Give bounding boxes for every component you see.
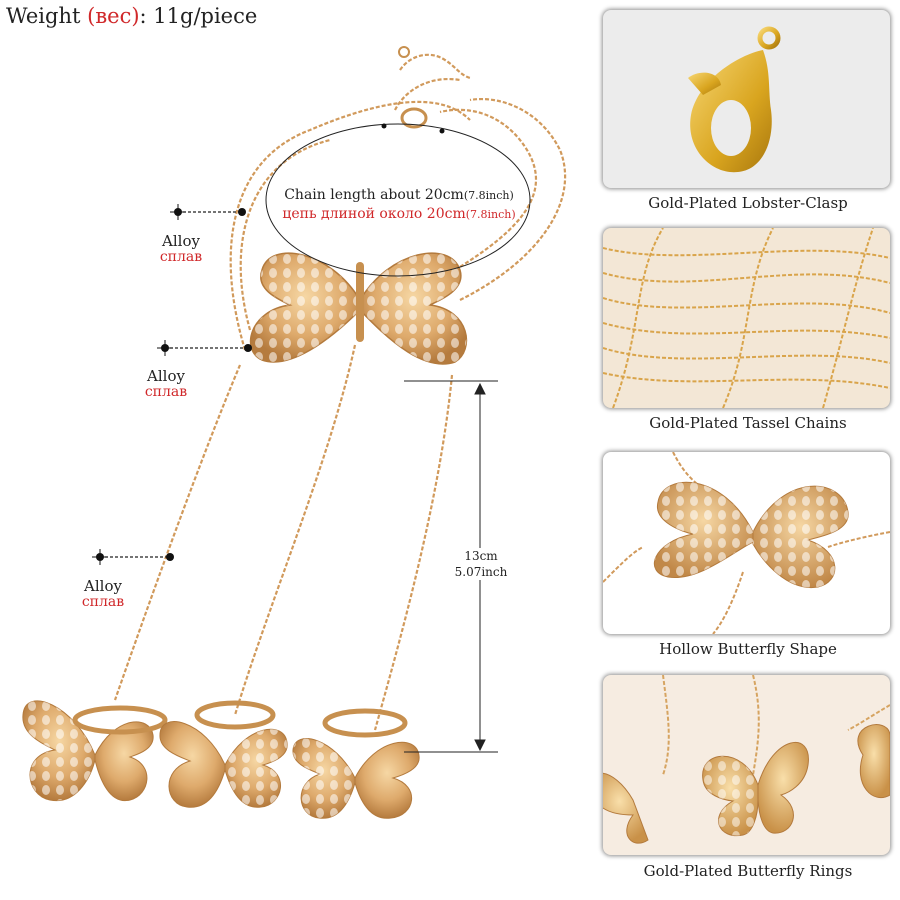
weight-label: Weight (вес): 11g/piece [6,4,258,28]
finger-chains [113,344,454,731]
caption-butterfly: Hollow Butterfly Shape [659,640,837,658]
ring-butterfly-2 [159,700,288,808]
callout-leader-3 [92,549,174,565]
butterfly-ring-icon [603,675,890,844]
product-illustration [22,46,567,819]
chain-length-outline [265,123,531,277]
caption-rings: Gold-Plated Butterfly Rings [643,862,853,880]
detail-panel-chains [603,228,890,408]
tassel-chains-icon [603,228,890,408]
butterfly-icon [603,452,890,634]
bracelet-chain [229,53,567,351]
chain-length-note-ru: цепь длиной около 20cm(7.8inch) [282,206,516,222]
detail-panel-butterfly [603,452,890,634]
weight-value: : 11g/piece [139,4,258,28]
ring-butterfly-3 [292,708,420,819]
clasp [398,46,428,129]
alloy-label-3: Alloy сплав [81,577,125,610]
alloy-label-1: Alloy сплав [159,232,203,265]
callout-leader-1 [170,204,246,220]
detail-panel-clasp [603,10,890,188]
alloy-label-2: Alloy сплав [144,367,188,400]
chain-length-note: Chain length about 20cm(7.8inch) цепь дл… [276,186,522,224]
central-butterfly [249,252,468,365]
lobster-clasp-icon [688,26,781,173]
ring-butterfly-1 [22,700,168,802]
detail-panel-rings [603,675,890,855]
caption-clasp: Gold-Plated Lobster-Clasp [648,194,848,212]
dimension-label: 13cm 5.07inch [451,548,511,580]
callout-leader-2 [157,340,252,356]
caption-chains: Gold-Plated Tassel Chains [649,414,847,432]
weight-ru: (вес) [87,4,140,28]
